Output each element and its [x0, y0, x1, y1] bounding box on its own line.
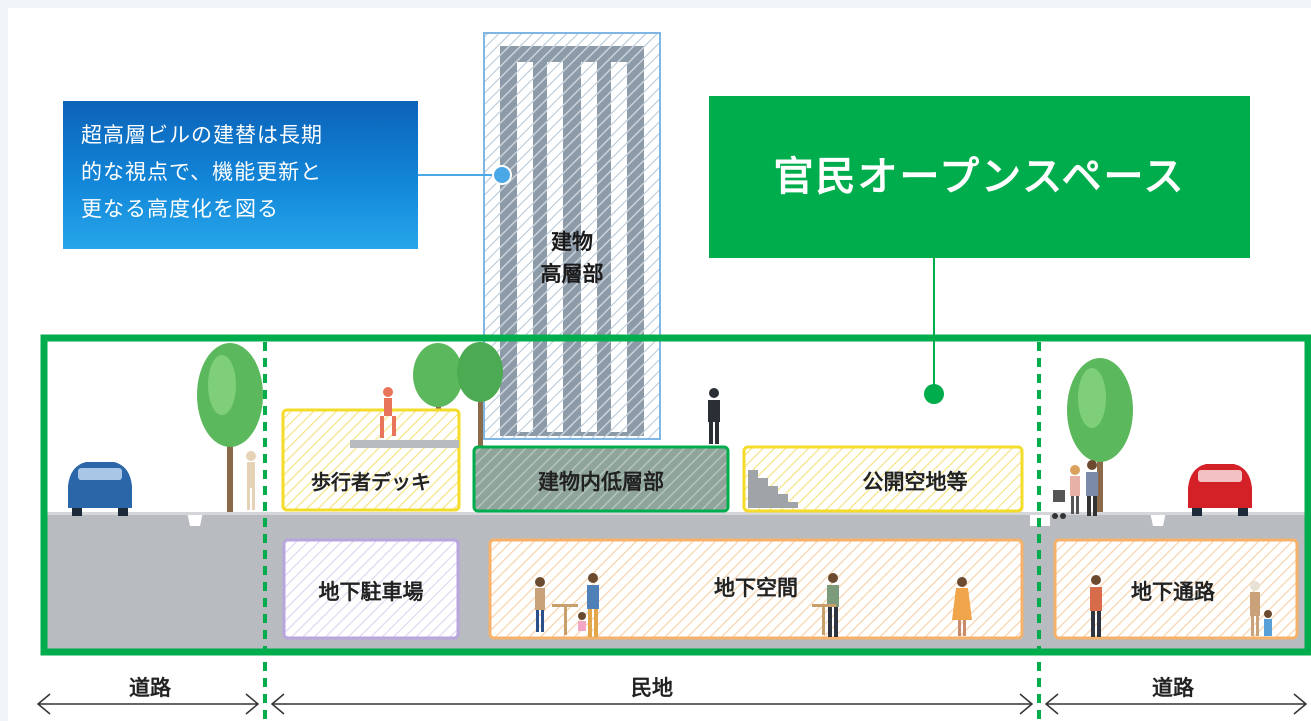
callout-text: 超高層ビルの建替は長期 的な視点で、機能更新と 更なる高度化を図る: [81, 117, 411, 228]
person-dog-walker: [246, 451, 256, 510]
tree-right-road: [1067, 358, 1133, 512]
zone-building-lower-floors: [472, 445, 730, 513]
person-businessman: [708, 388, 720, 444]
label-underground-passage: 地下通路: [1131, 580, 1215, 604]
label-building-lower-floors: 建物内低層部: [538, 470, 664, 494]
label-private-land: 民地: [631, 676, 673, 700]
open-space-frame: [40, 334, 1311, 656]
callout-connector-dot: [492, 165, 512, 185]
building-label: 建物 高層部: [522, 226, 622, 290]
people-family-right: [1052, 460, 1098, 519]
title-box: 官民オープンスペース: [709, 96, 1250, 258]
open-space-stairs: [748, 470, 798, 508]
label-underground-space: 地下空間: [714, 576, 798, 600]
car-red-right: [1188, 464, 1252, 516]
callout-line-3: 更なる高度化を図る: [81, 197, 279, 221]
people-underground-space: [535, 573, 972, 637]
building-label-line-1: 建物: [551, 230, 593, 254]
building-label-line-2: 高層部: [540, 262, 604, 286]
tree-deck-2: [457, 342, 503, 450]
diagram-title: 官民オープンスペース: [773, 154, 1186, 200]
car-blue: [68, 462, 132, 516]
zone-open-space: [742, 445, 1024, 513]
zone-pedestrian-deck: [281, 408, 461, 512]
label-pedestrian-deck: 歩行者デッキ: [311, 470, 431, 494]
callout-line-2: 的な視点で、機能更新と: [81, 160, 323, 184]
zone-underground-parking: [282, 538, 460, 640]
callout-box: 超高層ビルの建替は長期 的な視点で、機能更新と 更なる高度化を図る: [63, 101, 418, 249]
deck-slab: [350, 440, 459, 448]
zone-underground-passage: [1053, 538, 1299, 640]
zone-underground-space: [488, 538, 1024, 640]
label-left-road: 道路: [129, 676, 171, 700]
title-connector-dot: [924, 384, 944, 404]
people-underground-passage: [1090, 575, 1272, 637]
label-open-space: 公開空地等: [862, 470, 968, 494]
label-underground-parking: 地下駐車場: [318, 580, 424, 604]
bottom-dimension-arrows: [36, 693, 1308, 715]
callout-line-1: 超高層ビルの建替は長期: [81, 123, 323, 147]
tree-left-road: [197, 343, 263, 512]
person-runner: [380, 387, 396, 438]
ground-surface-line: [44, 512, 1308, 515]
label-right-road: 道路: [1152, 676, 1194, 700]
